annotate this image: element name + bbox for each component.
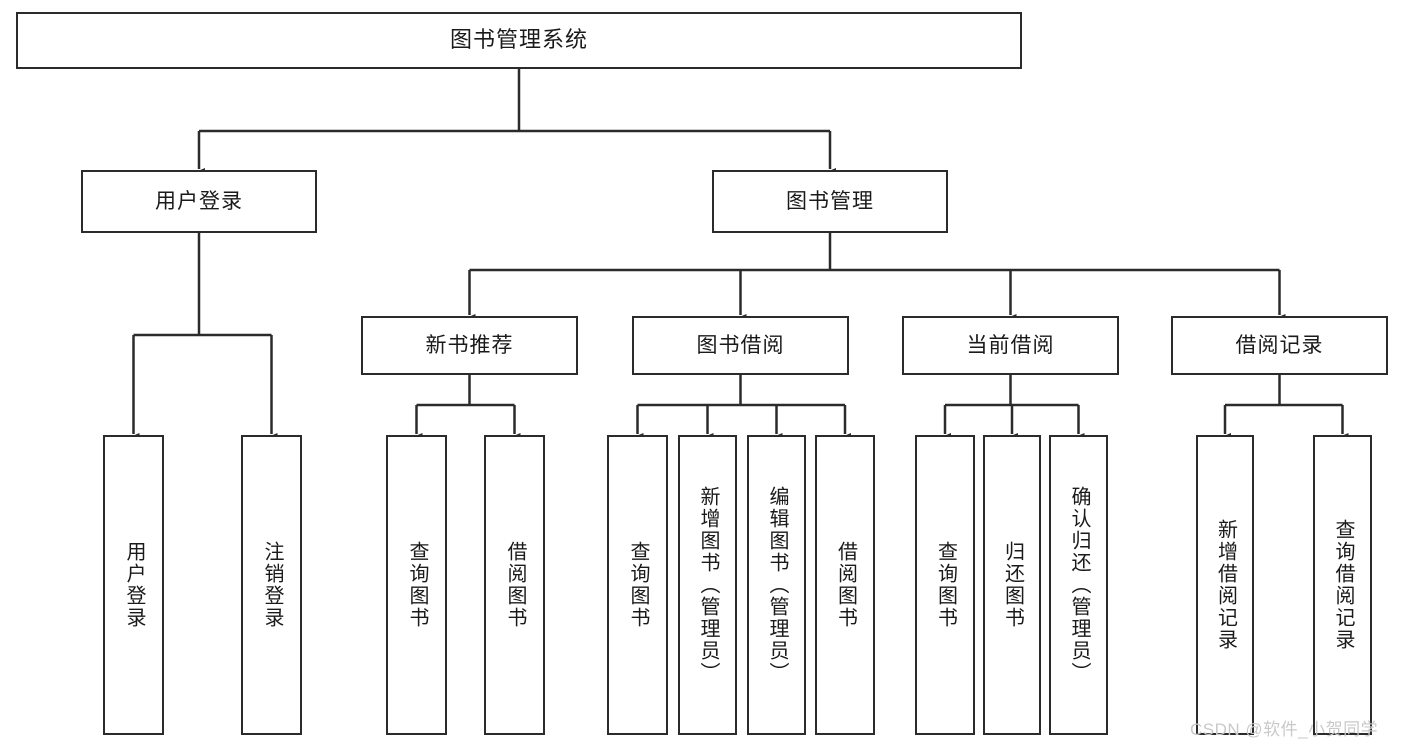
node-label: 查询借阅记录 — [1332, 519, 1354, 651]
node-user-login[interactable]: 用户登录 — [81, 170, 317, 233]
node-book-management[interactable]: 图书管理 — [712, 170, 948, 233]
node-current-borrow[interactable]: 当前借阅 — [902, 316, 1119, 375]
leaf-borrow-book-2[interactable]: 借阅图书 — [815, 435, 875, 735]
node-label: 新书推荐 — [425, 333, 514, 357]
node-label: 新增借阅记录 — [1214, 519, 1237, 651]
leaf-query-book-1[interactable]: 查询图书 — [386, 435, 447, 735]
node-label: 查询图书 — [627, 541, 649, 629]
node-label: 新增图书（管理员） — [697, 486, 719, 684]
node-label: 借阅图书 — [504, 541, 526, 629]
node-root-system[interactable]: 图书管理系统 — [16, 12, 1022, 69]
leaf-edit-book-admin[interactable]: 编辑图书（管理员） — [747, 435, 806, 735]
leaf-query-book-2[interactable]: 查询图书 — [607, 435, 668, 735]
leaf-borrow-book-1[interactable]: 借阅图书 — [484, 435, 545, 735]
leaf-add-book-admin[interactable]: 新增图书（管理员） — [678, 435, 737, 735]
node-new-book-recommend[interactable]: 新书推荐 — [361, 316, 578, 375]
node-label: 图书管理系统 — [449, 27, 588, 53]
leaf-add-borrow-record[interactable]: 新增借阅记录 — [1196, 435, 1254, 735]
leaf-query-book-3[interactable]: 查询图书 — [915, 435, 975, 735]
node-label: 图书借阅 — [696, 333, 785, 357]
node-label: 归还图书 — [1001, 541, 1024, 629]
node-label: 查询图书 — [406, 541, 428, 629]
node-label: 编辑图书（管理员） — [766, 486, 788, 684]
node-book-borrow[interactable]: 图书借阅 — [632, 316, 849, 375]
node-label: 确认归还（管理员） — [1068, 486, 1090, 684]
node-label: 当前借阅 — [966, 333, 1055, 357]
node-label: 用户登录 — [123, 541, 145, 629]
csdn-watermark: CSDN @软件_小贺同学 — [1190, 720, 1379, 739]
leaf-user-login[interactable]: 用户登录 — [103, 435, 164, 735]
node-borrow-records[interactable]: 借阅记录 — [1171, 316, 1388, 375]
leaf-logout[interactable]: 注销登录 — [241, 435, 302, 735]
node-label: 借阅图书 — [834, 541, 857, 629]
node-label: 用户登录 — [155, 189, 243, 213]
node-label: 借阅记录 — [1235, 333, 1324, 357]
node-label: 图书管理 — [786, 189, 874, 213]
leaf-return-book[interactable]: 归还图书 — [983, 435, 1041, 735]
node-label: 查询图书 — [934, 541, 957, 629]
leaf-confirm-return-admin[interactable]: 确认归还（管理员） — [1049, 435, 1108, 735]
leaf-query-borrow-record[interactable]: 查询借阅记录 — [1313, 435, 1372, 735]
node-label: 注销登录 — [261, 541, 283, 629]
